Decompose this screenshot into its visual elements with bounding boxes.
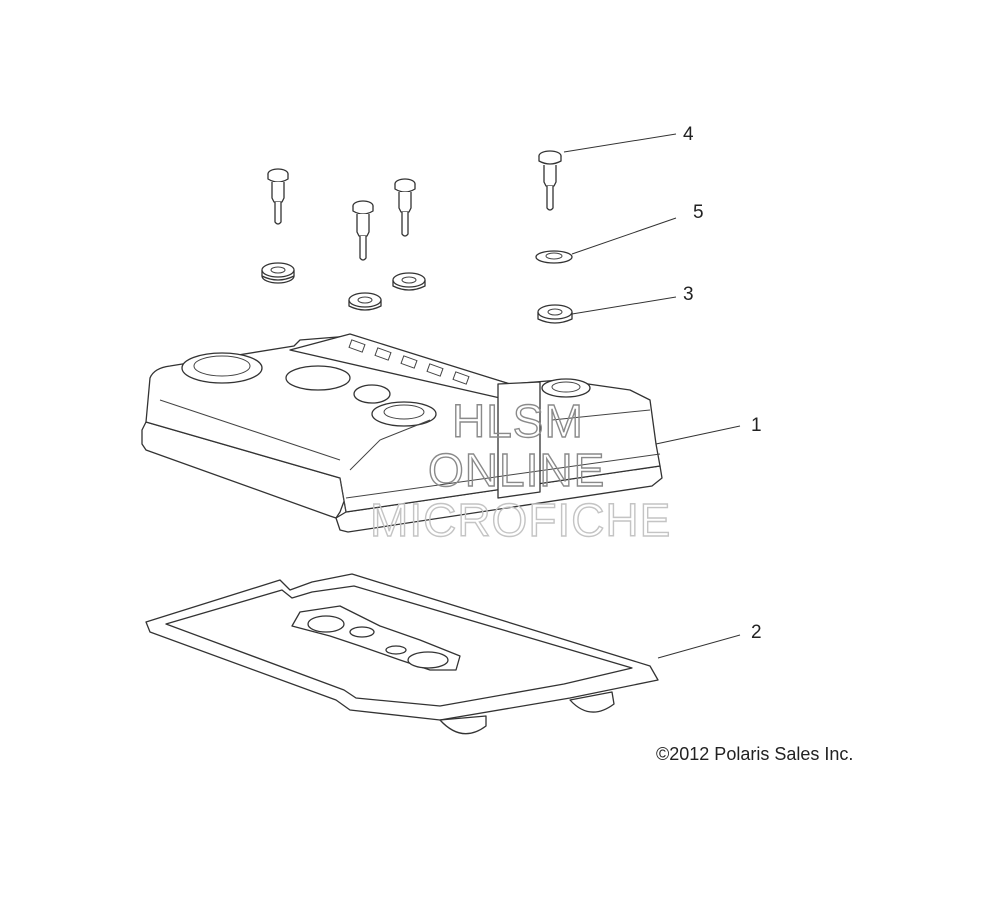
bolt <box>538 150 562 211</box>
callout-labels: 4 5 3 1 2 <box>683 124 762 643</box>
bolt <box>352 200 374 261</box>
watermark-line-1: HLSM <box>452 395 584 447</box>
callout-5: 5 <box>693 202 704 223</box>
callout-2: 2 <box>751 622 762 643</box>
grommet <box>348 292 382 311</box>
copyright-notice: ©2012 Polaris Sales Inc. <box>656 744 854 764</box>
valve-cover <box>141 333 663 533</box>
grommet <box>261 262 295 284</box>
callout-1: 1 <box>751 415 762 436</box>
grommet <box>392 272 426 291</box>
washer <box>535 250 573 264</box>
callout-4: 4 <box>683 124 694 145</box>
bolt <box>267 168 289 225</box>
watermark-line-3: MICROFICHE <box>370 494 671 546</box>
bolt <box>394 178 416 237</box>
grommet <box>537 304 573 324</box>
bolt-group <box>267 150 562 261</box>
gasket <box>145 573 659 735</box>
watermark: HLSM ONLINE MICROFICHE <box>369 394 671 546</box>
callout-3: 3 <box>683 284 694 305</box>
cover-lettering <box>348 339 470 385</box>
watermark-line-2: ONLINE <box>428 444 605 496</box>
leader-lines <box>563 133 741 659</box>
grommet-group <box>261 262 573 324</box>
